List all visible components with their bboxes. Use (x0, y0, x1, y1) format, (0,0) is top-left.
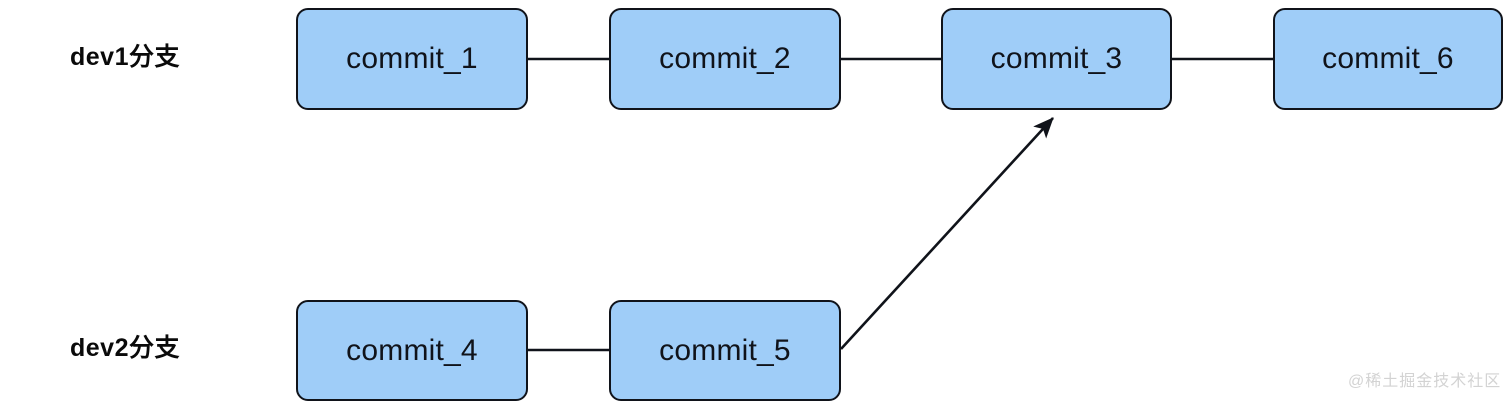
branch-label-dev2: dev2分支 (70, 334, 180, 362)
commit-node-label: commit_6 (1322, 42, 1454, 75)
commit-node-commit-2[interactable]: commit_2 (609, 8, 841, 110)
commit-node-label: commit_5 (659, 333, 791, 367)
connector-commit5-commit3-merge-arrow (840, 117, 1054, 350)
commit-node-commit-3[interactable]: commit_3 (941, 8, 1172, 110)
commit-node-label: commit_1 (346, 42, 478, 75)
commit-node-commit-1[interactable]: commit_1 (296, 8, 528, 110)
commit-node-commit-4[interactable]: commit_4 (296, 300, 528, 401)
watermark: @稀土掘金技术社区 (1348, 373, 1502, 390)
commit-node-label: commit_3 (990, 42, 1123, 75)
commit-node-commit-6[interactable]: commit_6 (1273, 8, 1503, 110)
commit-node-label: commit_4 (346, 333, 478, 367)
commit-node-commit-5[interactable]: commit_5 (609, 300, 841, 401)
branch-label-dev1: dev1分支 (70, 43, 180, 71)
commit-node-label: commit_2 (659, 42, 791, 75)
